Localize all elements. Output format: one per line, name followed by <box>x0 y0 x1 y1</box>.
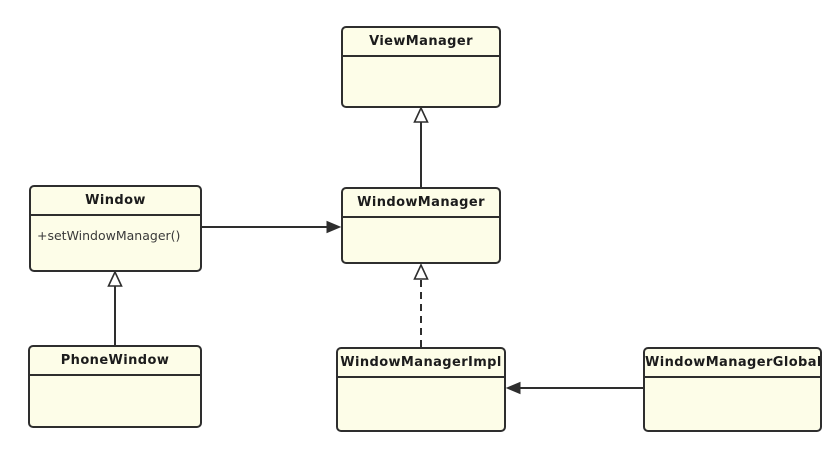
class-title: PhoneWindow <box>30 347 200 376</box>
class-box-viewmanager: ViewManager <box>341 26 501 108</box>
arrow-association-window-to-windowmanager <box>201 220 342 234</box>
arrow-generalization-windowmanager-to-viewmanager <box>413 106 429 187</box>
class-body: +setWindowManager() <box>31 216 200 243</box>
class-body <box>338 378 504 390</box>
arrow-realization-windowmanagerimpl-to-windowmanager <box>413 263 429 347</box>
class-title: WindowManagerGlobal <box>645 349 820 378</box>
class-box-windowmanager: WindowManager <box>341 187 501 264</box>
class-body <box>343 218 499 230</box>
class-box-windowmanagerglobal: WindowManagerGlobal <box>643 347 822 432</box>
arrow-generalization-phonewindow-to-window <box>107 270 123 345</box>
class-body <box>343 57 499 69</box>
class-method: +setWindowManager() <box>37 228 181 243</box>
class-title: Window <box>31 187 200 216</box>
class-body <box>645 378 820 390</box>
class-title: WindowManagerImpl <box>338 349 504 378</box>
class-body <box>30 376 200 388</box>
arrow-association-windowmanagerglobal-to-windowmanagerimpl <box>505 381 643 395</box>
class-box-windowmanagerimpl: WindowManagerImpl <box>336 347 506 432</box>
class-box-phonewindow: PhoneWindow <box>28 345 202 428</box>
class-title: WindowManager <box>343 189 499 218</box>
class-title: ViewManager <box>343 28 499 57</box>
class-box-window: Window +setWindowManager() <box>29 185 202 272</box>
